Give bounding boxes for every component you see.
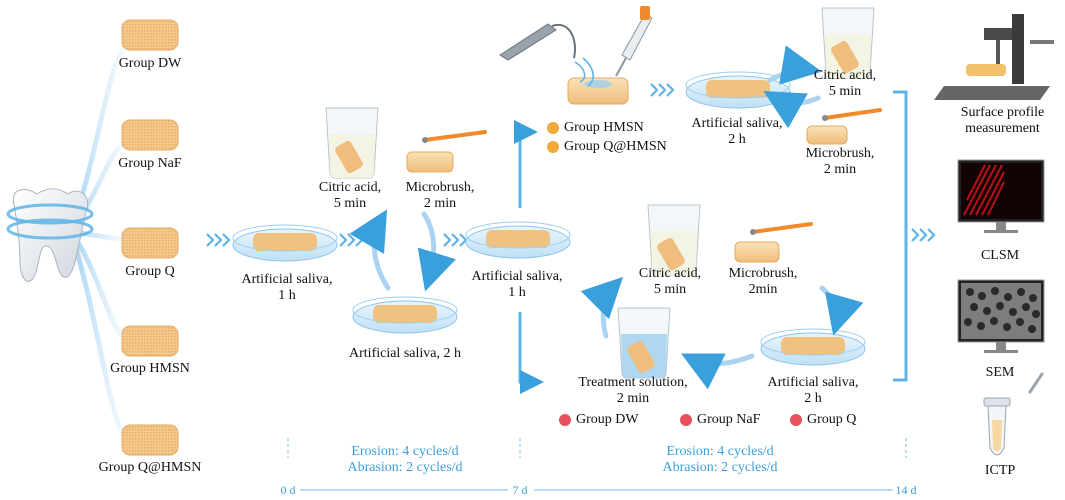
- analysis-sem: SEM: [985, 365, 1015, 380]
- timeline-seg1-abrasion: Abrasion: 2 cycles/d: [347, 460, 463, 475]
- profilometer-icon: [934, 14, 1054, 100]
- group-label-dw: Group DW: [118, 56, 182, 71]
- timeline-seg2-erosion: Erosion: 4 cycles/d: [666, 444, 774, 459]
- lower-citric: Citric acid, 5 min: [638, 266, 702, 297]
- phase1-saliva-2h: Artificial saliva, 2 h: [349, 346, 461, 361]
- upper-saliva: Artificial saliva, 2 h: [691, 116, 783, 147]
- analysis-ictp: ICTP: [984, 463, 1016, 478]
- phase1-saliva-1h-b: Artificial saliva, 1 h: [471, 269, 563, 300]
- phase1-saliva-1h: Artificial saliva, 1 h: [241, 272, 333, 303]
- upper-brush: Microbrush, 2 min: [805, 146, 875, 177]
- lower-treatment: Treatment solution, 2 min: [578, 375, 688, 406]
- branch-lines: [514, 90, 908, 394]
- cycle-arrows: [349, 45, 864, 390]
- upper-legend-qhmsn: Group Q@HMSN: [564, 139, 667, 154]
- dishes: [232, 71, 866, 366]
- legend-dots: [547, 122, 802, 426]
- lower-saliva: Artificial saliva, 2 h: [767, 375, 859, 406]
- upper-legend-hmsn: Group HMSN: [564, 120, 644, 135]
- timeline-tick-0d: 0 d: [280, 483, 296, 497]
- group-label-qhmsn: Group Q@HMSN: [98, 460, 202, 475]
- timeline-tick-14d: 14 d: [895, 483, 917, 497]
- group-label-naf: Group NaF: [118, 156, 182, 171]
- timeline-seg1-erosion: Erosion: 4 cycles/d: [351, 444, 459, 459]
- timeline-tick-7d: 7 d: [512, 483, 528, 497]
- fan-lines: [72, 46, 127, 438]
- lower-legend-naf: Group NaF: [697, 412, 761, 427]
- ictp-tube-icon: [983, 372, 1044, 456]
- group-label-q: Group Q: [125, 264, 175, 279]
- lower-legend-q: Group Q: [807, 412, 857, 427]
- timeline: [287, 438, 907, 491]
- lower-legend-dw: Group DW: [576, 412, 639, 427]
- upper-citric: Citric acid, 5 min: [813, 68, 877, 99]
- analysis-clsm: CLSM: [980, 248, 1020, 263]
- tooth-icon: [6, 188, 94, 282]
- group-label-hmsn: Group HMSN: [110, 361, 190, 376]
- analysis-profile: Surface profile measurement: [960, 105, 1045, 136]
- sem-monitor-icon: [957, 279, 1045, 353]
- instruments: [499, 6, 653, 105]
- group-blocks: [121, 19, 179, 456]
- clsm-monitor-icon: [957, 159, 1045, 233]
- phase1-citric: Citric acid, 5 min: [318, 180, 382, 211]
- microbrushes: [406, 108, 882, 263]
- timeline-seg2-abrasion: Abrasion: 2 cycles/d: [662, 460, 778, 475]
- lower-brush: Microbrush, 2min: [728, 266, 798, 297]
- phase1-brush: Microbrush, 2 min: [405, 180, 475, 211]
- beakers: [325, 7, 875, 379]
